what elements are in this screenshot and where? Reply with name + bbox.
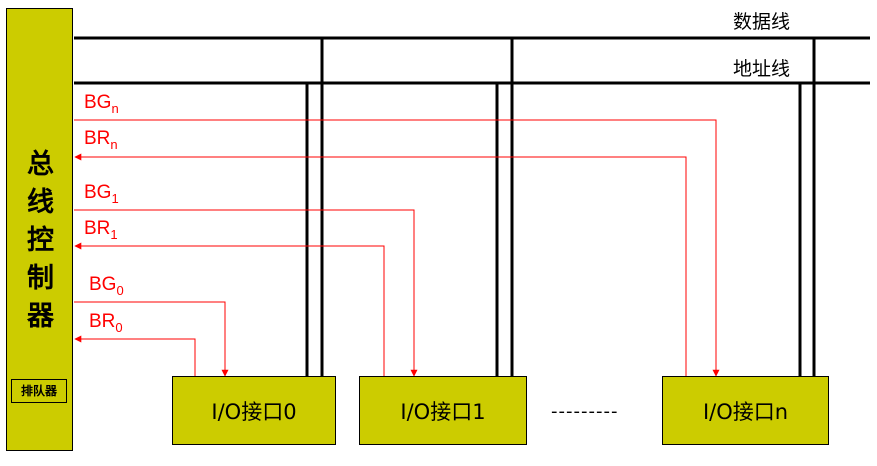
controller-char: 线 <box>27 187 54 218</box>
signal-label-brn: BRn <box>84 128 118 152</box>
bg1-signal-line <box>74 209 418 377</box>
br1-signal-line <box>74 242 385 376</box>
queue-box: 排队器 <box>11 379 67 403</box>
signal-label-bg1: BG1 <box>84 182 119 206</box>
ellipsis-dashes: --------- <box>551 401 619 422</box>
bgn-signal-line <box>74 119 720 377</box>
bus-controller: 总 线 控 制 器 <box>6 8 73 451</box>
controller-char: 总 <box>27 149 54 180</box>
controller-char: 器 <box>27 301 54 332</box>
brn-signal-line <box>74 153 687 376</box>
controller-char: 制 <box>27 263 54 294</box>
signal-label-br1: BR1 <box>84 218 118 242</box>
signal-label-bgn: BGn <box>84 92 119 116</box>
br0-signal-line <box>74 335 196 376</box>
signal-label-br0: BR0 <box>89 311 123 335</box>
controller-char: 控 <box>27 225 54 256</box>
address-bus-label: 地址线 <box>733 58 791 80</box>
signal-label-bg0: BG0 <box>89 274 124 298</box>
io-interface-1: I/O接口1 <box>359 376 527 445</box>
io-interface-n: I/O接口n <box>662 376 829 445</box>
bg0-signal-line <box>74 301 229 377</box>
data-bus-label: 数据线 <box>733 11 791 33</box>
io-interface-0: I/O接口0 <box>172 376 336 445</box>
